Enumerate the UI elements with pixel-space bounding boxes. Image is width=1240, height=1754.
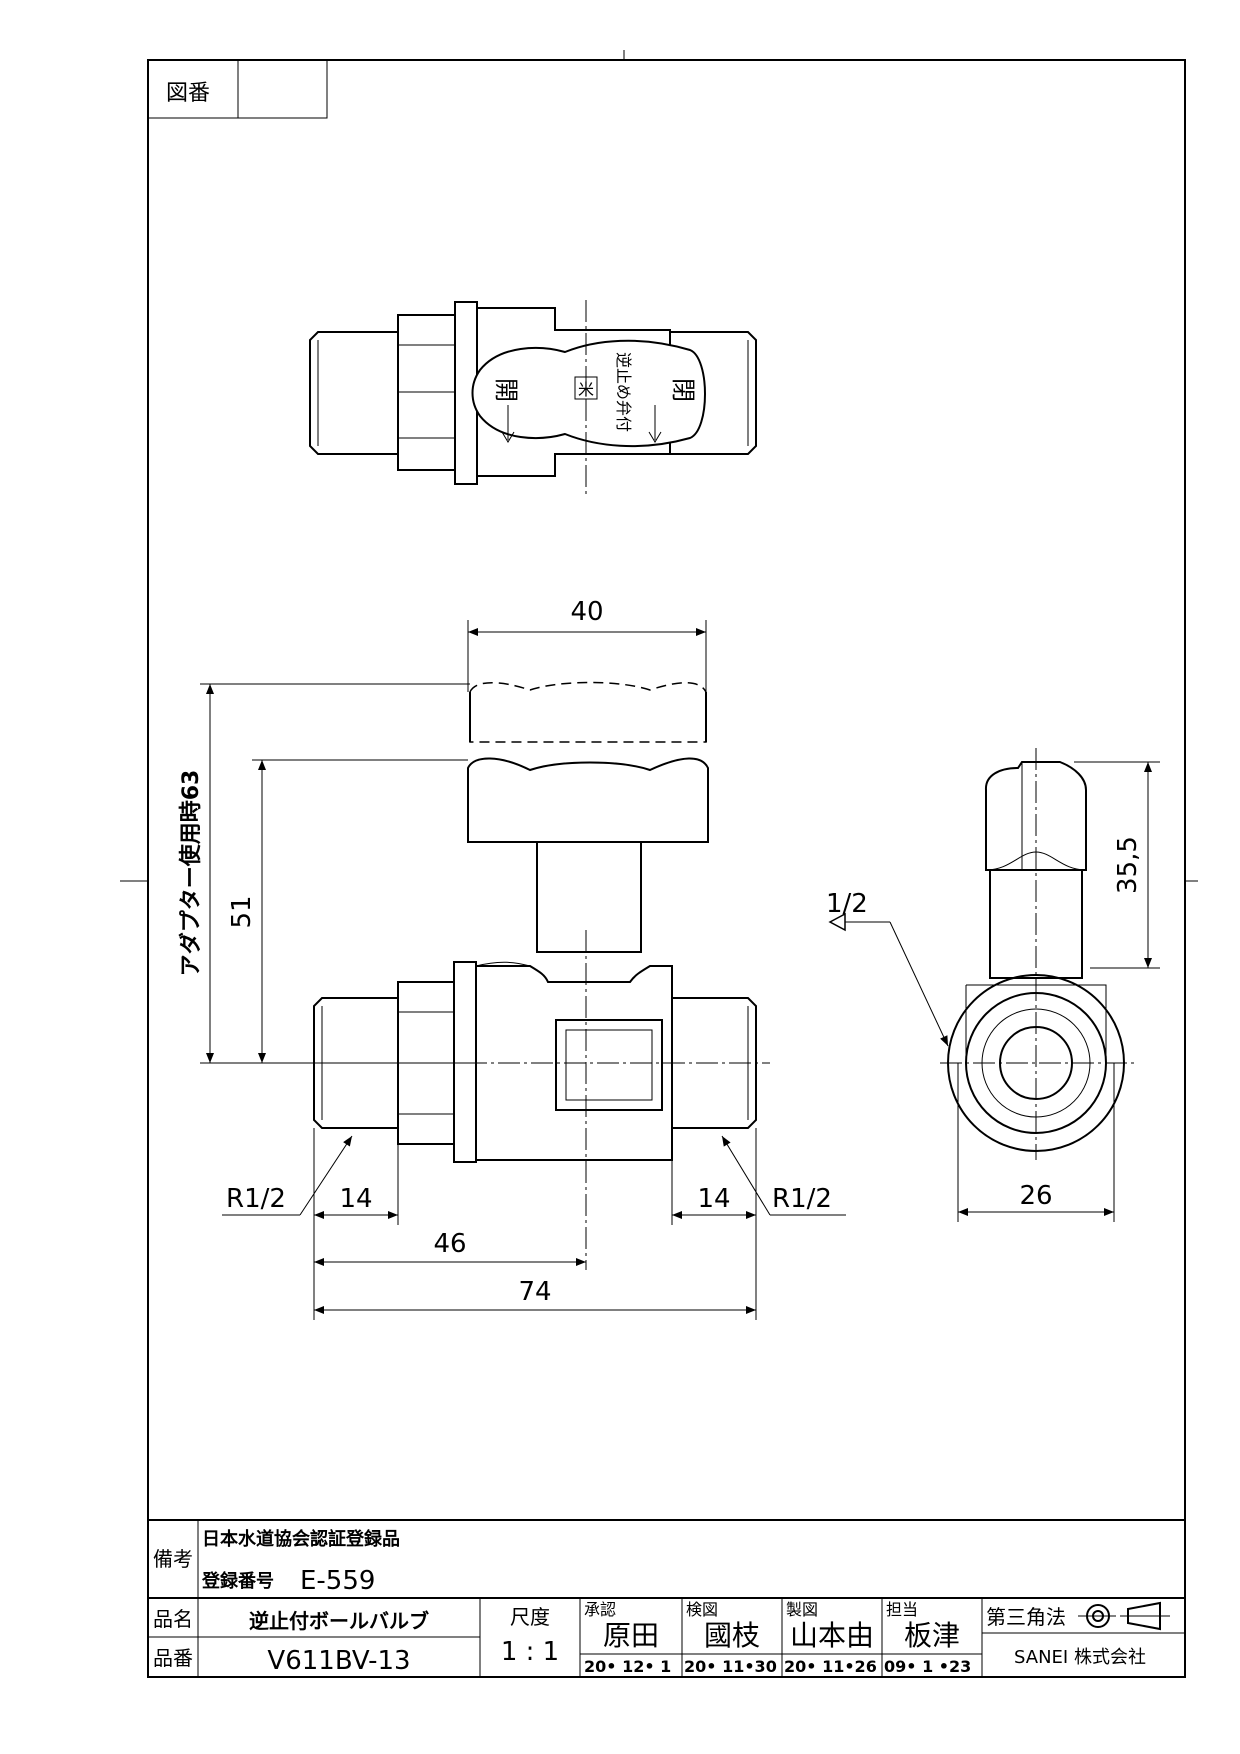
drawn-label: 製図: [786, 1600, 818, 1619]
scale-value: 1 : 1: [501, 1637, 559, 1667]
sheet-border: [120, 50, 1198, 1678]
handle-lever: [471, 339, 706, 448]
checked-label: 検図: [686, 1600, 718, 1619]
third-angle-projection-icon: [1078, 1601, 1170, 1631]
charge-label: 担当: [886, 1600, 918, 1619]
dim-adapter-height: アダプター使用時63: [178, 770, 204, 977]
checked-name: 國枝: [704, 1619, 760, 1652]
product-name: 逆止付ボールバルブ: [249, 1609, 429, 1633]
remarks-line-1: 日本水道協会認証登録品: [202, 1528, 400, 1550]
thread-left-label: R1/2: [226, 1184, 286, 1214]
dim-center-offset: 46: [433, 1229, 466, 1259]
dim-side-height: 35,5: [1113, 836, 1143, 894]
registration-label: 登録番号: [201, 1570, 274, 1592]
side-view: 1/2 35,5 26: [826, 748, 1160, 1222]
product-name-label: 品名: [153, 1607, 193, 1631]
adapter-outline: [469, 681, 707, 743]
dim-side-width: 26: [1019, 1181, 1052, 1211]
thread-right-label: R1/2: [772, 1184, 832, 1214]
handle-badge: 米: [578, 380, 594, 399]
dim-handle-height: 51: [227, 895, 257, 928]
dim-thread-left: 14: [339, 1184, 372, 1214]
checked-date: 20• 11•30: [684, 1657, 777, 1676]
charge-name: 板津: [904, 1619, 960, 1652]
drawn-name: 山本由: [790, 1619, 874, 1652]
drawn-date: 20• 11•26: [784, 1657, 877, 1676]
registration-number: E-559: [300, 1566, 375, 1596]
charge-date: 09• 1 •23: [884, 1657, 971, 1676]
part-number: V611BV-13: [267, 1646, 410, 1676]
port-size-label: 1/2: [826, 889, 868, 919]
company-name: SANEI 株式会社: [1014, 1647, 1146, 1668]
handle-open-label: 開: [492, 378, 520, 402]
projection-label: 第三角法: [986, 1605, 1066, 1629]
dim-thread-right: 14: [697, 1184, 730, 1214]
approved-name: 原田: [603, 1619, 659, 1652]
handle-caption: 逆止め弁付: [614, 352, 633, 432]
dim-handle-width: 40: [570, 597, 603, 627]
front-view: 40 アダプター使用時63 51 R1/2 R1/2 14 14 46: [178, 597, 846, 1320]
approved-label: 承認: [584, 1600, 616, 1619]
drawing-number-label: 図番: [166, 81, 210, 106]
remarks-label: 備考: [153, 1547, 193, 1571]
handle-close-label: 閉: [669, 378, 697, 402]
dim-overall-length: 74: [518, 1277, 551, 1307]
scale-label: 尺度: [510, 1605, 550, 1629]
approved-date: 20• 12• 1: [584, 1657, 671, 1676]
drawing-number-box: 図番: [148, 60, 328, 119]
front-handle: [467, 757, 709, 843]
title-block: 備考 日本水道協会認証登録品 登録番号 E-559 品名 逆止付ボールバルブ 品…: [148, 1519, 1185, 1677]
part-number-label: 品番: [153, 1646, 193, 1670]
top-view: 米 開 閉 逆止め弁付: [309, 300, 757, 494]
